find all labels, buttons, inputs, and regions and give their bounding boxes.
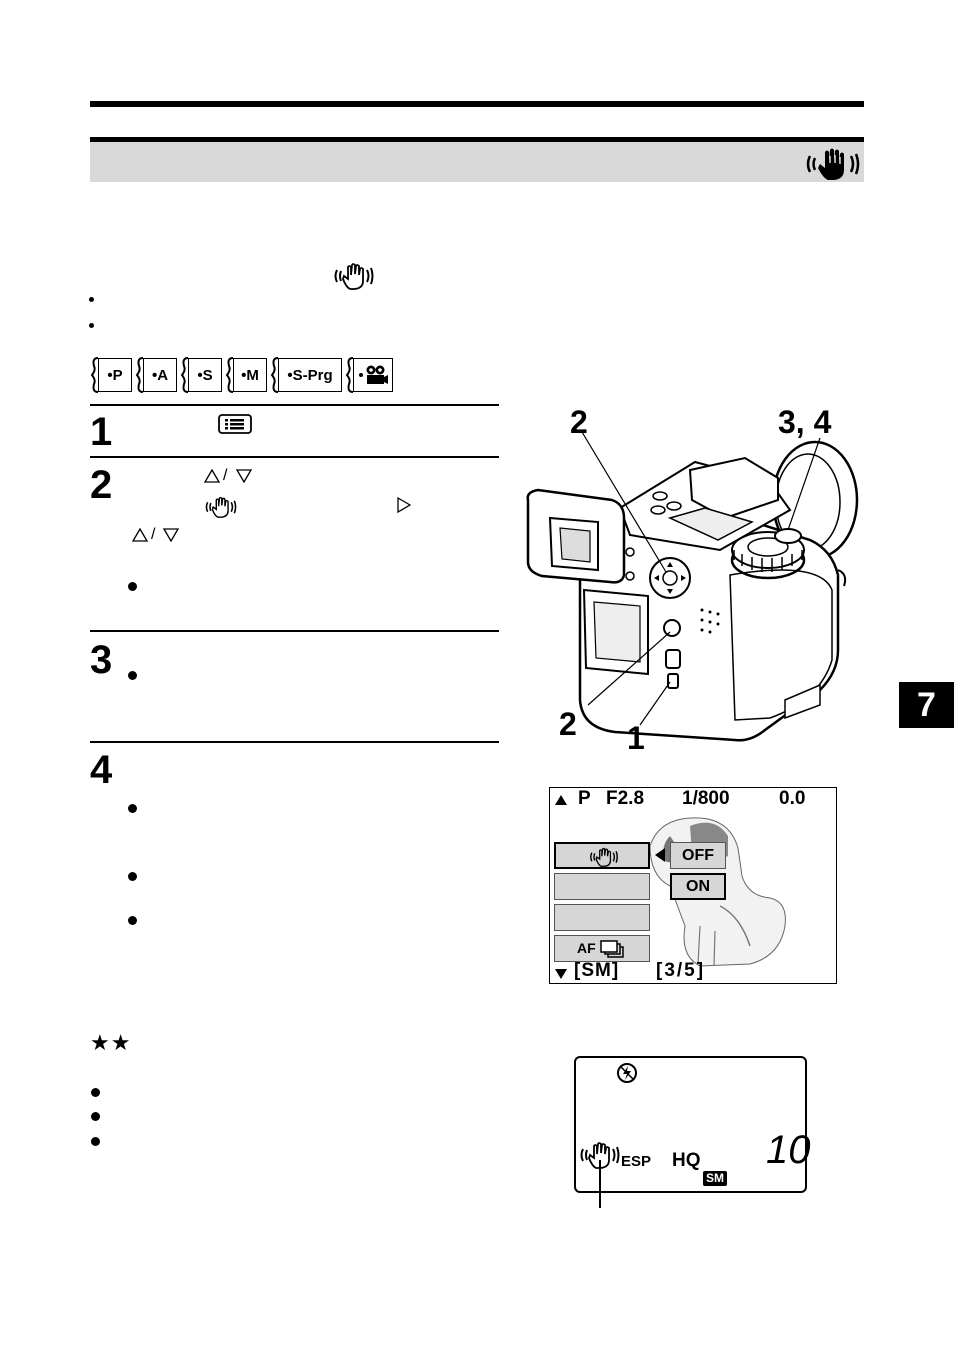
step-number: 2	[90, 463, 113, 507]
step-divider	[90, 456, 499, 458]
mode-label: •A	[143, 358, 177, 392]
flash-off-icon	[617, 1063, 637, 1083]
note-bullet	[91, 1112, 100, 1121]
arrow-up-icon	[204, 469, 220, 483]
mode-label: •S	[188, 358, 222, 392]
arrow-down-icon	[163, 528, 179, 542]
top-rule	[90, 101, 864, 107]
callout-label: 1	[627, 720, 645, 756]
step-number: 3	[90, 638, 113, 682]
step-bullet	[128, 872, 137, 881]
step-bullet	[128, 671, 137, 680]
stars-label: ★★	[90, 1030, 132, 1055]
arrow-up-icon	[132, 528, 148, 542]
chapter-tab: 7	[899, 682, 954, 728]
frames-remaining: 10	[766, 1128, 811, 1172]
sequential-shooting-icon	[600, 940, 624, 958]
arrow-down-icon	[236, 469, 252, 483]
step-divider	[90, 741, 499, 743]
step-divider	[90, 404, 499, 406]
note-bullet	[91, 1137, 100, 1146]
intro-bullet	[89, 297, 94, 302]
lcd-page-indicator: [3/5]	[656, 960, 706, 981]
menu-item-blank[interactable]	[554, 904, 650, 931]
menu-item-label: AF	[577, 940, 596, 956]
mode-m: •M	[225, 356, 267, 394]
scroll-up-icon	[555, 795, 567, 805]
anti-shake-hand-icon	[806, 148, 860, 180]
mode-label: •S-Prg	[278, 358, 342, 392]
mode-movie	[345, 356, 393, 394]
step-bullet	[128, 582, 137, 591]
lcd-menu-screen: P F2.8 1/800 0.0 AF OFF ON [SM] [3/5]	[549, 787, 837, 984]
menu-item-af-sequential[interactable]: AF	[554, 935, 650, 962]
lcd-mode: P	[578, 788, 591, 809]
step-divider	[90, 630, 499, 632]
section-title-bar	[90, 137, 864, 182]
note-bullet	[91, 1088, 100, 1097]
anti-shake-hand-icon	[334, 263, 374, 290]
callout-label: 2	[559, 706, 577, 742]
intro-bullet	[89, 323, 94, 328]
quality-label: HQ	[672, 1150, 701, 1171]
lcd-shutter: 1/800	[682, 788, 730, 809]
lcd-exposure: 0.0	[779, 788, 806, 809]
menu-list-icon	[218, 414, 252, 434]
pointer-line	[599, 1160, 601, 1208]
step-number: 4	[90, 748, 113, 792]
anti-shake-hand-icon	[590, 847, 618, 867]
movie-icon	[359, 365, 388, 384]
anti-shake-hand-icon	[205, 496, 237, 518]
size-badge: SM	[703, 1171, 727, 1186]
lcd-image-size: [SM]	[574, 960, 620, 981]
step-number: 1	[90, 410, 113, 454]
menu-item-blank[interactable]	[554, 873, 650, 900]
mode-label	[353, 358, 393, 392]
option-off[interactable]: OFF	[670, 842, 726, 869]
step-bullet	[128, 916, 137, 925]
mode-a: •A	[135, 356, 177, 394]
control-panel-display: ESP HQ SM 10	[574, 1056, 811, 1193]
lcd-aperture: F2.8	[606, 788, 645, 809]
metering-label: ESP	[621, 1153, 652, 1170]
mode-p: •P	[90, 356, 132, 394]
menu-item-anti-shake[interactable]	[554, 842, 650, 869]
callout-label: 3, 4	[778, 404, 832, 440]
callout-label: 2	[570, 404, 588, 440]
camera-illustration	[526, 431, 859, 742]
scroll-down-icon	[555, 969, 567, 979]
option-pointer-icon	[655, 848, 665, 862]
step-bullet	[128, 804, 137, 813]
option-on[interactable]: ON	[670, 873, 726, 900]
arrow-right-icon	[397, 497, 411, 513]
mode-label: •P	[98, 358, 132, 392]
mode-label: •M	[233, 358, 267, 392]
mode-s: •S	[180, 356, 222, 394]
mode-s-prg: •S-Prg	[270, 356, 342, 394]
